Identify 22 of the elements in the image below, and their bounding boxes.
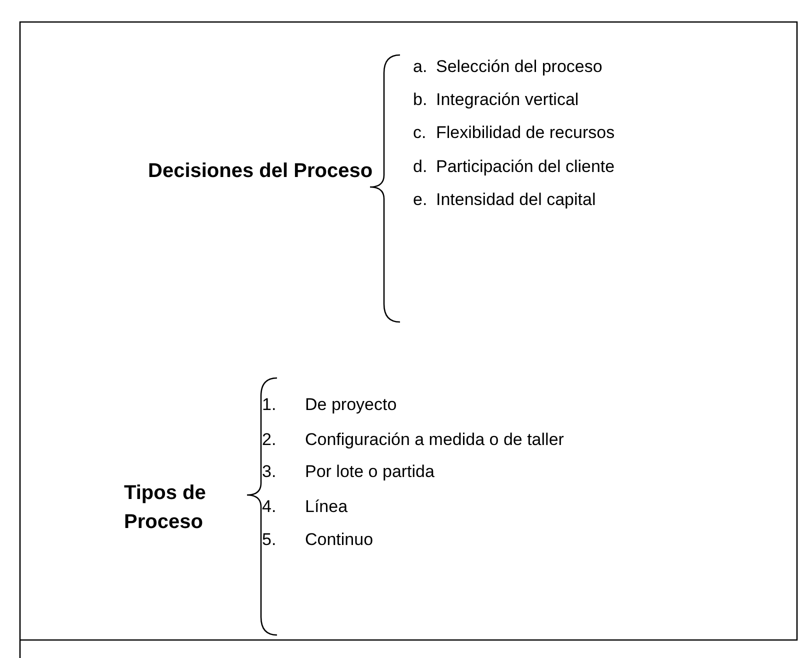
list-marker: 1.: [262, 395, 276, 415]
list-marker: d.: [413, 157, 428, 177]
list-marker: 2.: [262, 430, 276, 450]
group-heading: Tipos de Proceso: [124, 481, 207, 535]
list-item: Configuración a medida o de taller: [305, 430, 564, 450]
group-heading: Decisiones del Proceso: [148, 159, 374, 184]
list-marker: b.: [413, 90, 428, 110]
list-item: Flexibilidad de recursos: [436, 123, 615, 143]
list-marker: 4.: [262, 497, 276, 517]
list-marker: 3.: [262, 462, 276, 482]
list-marker: c.: [413, 123, 426, 143]
list-item: De proyecto: [305, 395, 397, 415]
list-item: Continuo: [305, 530, 374, 550]
list-marker: e.: [413, 190, 428, 210]
list-item: Integración vertical: [436, 90, 579, 110]
list-item: Selección del proceso: [436, 57, 602, 77]
list-item: Línea: [305, 497, 348, 517]
list-item: Por lote o partida: [305, 462, 434, 482]
list-item: Participación del cliente: [436, 157, 615, 177]
list-marker: a.: [413, 57, 428, 77]
list-item: Intensidad del capital: [436, 190, 596, 210]
list-marker: 5.: [262, 530, 276, 550]
